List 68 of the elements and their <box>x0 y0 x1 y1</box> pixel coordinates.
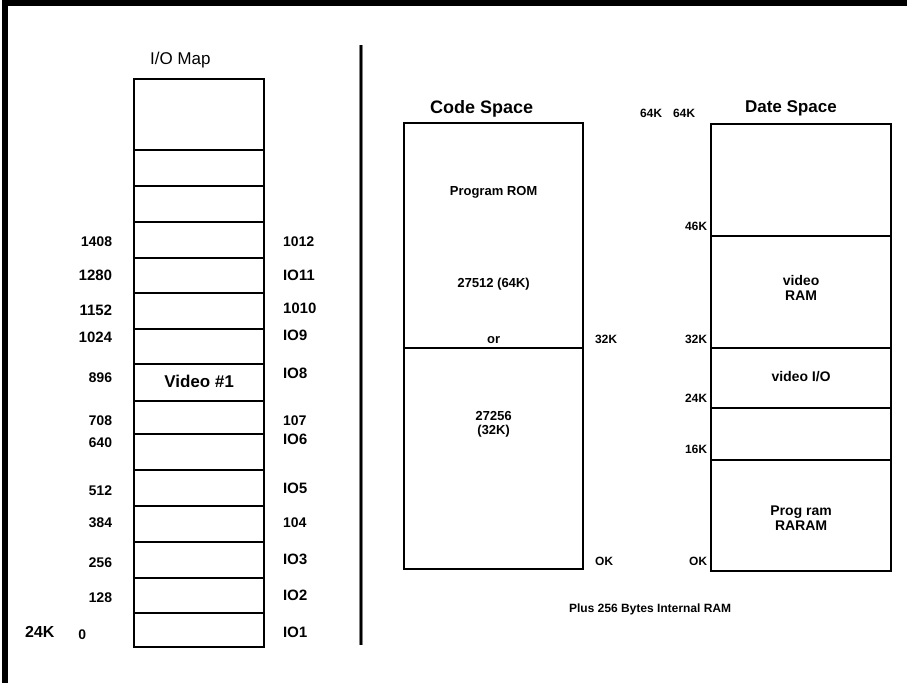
port-label: IO8 <box>283 366 308 381</box>
address-label: 384 <box>88 515 112 529</box>
port-label: 104 <box>283 515 306 529</box>
note: Plus 256 Bytes Internal RAM <box>568 602 732 614</box>
empty-memory-region <box>133 433 265 471</box>
address-label: 24K <box>684 392 707 404</box>
empty-memory-region <box>710 407 892 461</box>
memory-region <box>403 122 584 349</box>
address-label: OK <box>689 555 707 567</box>
address-label: 256 <box>88 555 112 569</box>
port-label: 107 <box>283 413 306 427</box>
address-label: 32K <box>684 333 707 345</box>
address-label: 16K <box>684 443 707 455</box>
empty-memory-region <box>133 221 265 259</box>
port-label: IO11 <box>283 268 315 283</box>
port-label: IO1 <box>283 625 308 640</box>
region-label: video RAM <box>782 273 820 302</box>
region-label: video I/O <box>770 369 832 384</box>
address-label: 1024 <box>78 330 112 345</box>
address-label: 640 <box>88 435 112 449</box>
region-label: 27512 (64K) <box>456 276 531 290</box>
region-label: Prog ram RARAM <box>769 503 833 532</box>
region-label: or <box>486 332 501 346</box>
empty-memory-region <box>133 78 265 151</box>
heading: Date Space <box>745 98 837 115</box>
heading: I/O Map <box>150 50 210 67</box>
address-label: 512 <box>88 483 112 497</box>
address-label: 32K <box>595 333 618 345</box>
address-label: 896 <box>88 370 112 384</box>
port-label: IO2 <box>283 588 308 603</box>
address-label: 128 <box>88 590 112 604</box>
memory-region <box>710 235 892 349</box>
empty-memory-region <box>710 123 892 237</box>
empty-memory-region <box>133 577 265 614</box>
memory-region <box>710 459 892 572</box>
memory-region <box>403 347 584 570</box>
empty-memory-region <box>133 541 265 579</box>
address-label: 64K <box>640 107 662 119</box>
memory-region <box>133 363 265 402</box>
empty-memory-region <box>133 328 265 365</box>
port-label: IO5 <box>283 481 308 496</box>
empty-memory-region <box>133 257 265 294</box>
port-label: 1010 <box>283 301 316 316</box>
address-label: 708 <box>88 413 112 427</box>
port-label: 1012 <box>283 234 314 248</box>
region-label: Video #1 <box>163 373 235 391</box>
empty-memory-region <box>133 612 265 648</box>
empty-memory-region <box>133 292 265 330</box>
region-label: Program ROM <box>448 184 538 198</box>
memory-region <box>710 347 892 409</box>
region-label: 27256 (32K) <box>474 409 513 436</box>
address-label: 46K <box>684 220 707 232</box>
empty-memory-region <box>133 505 265 543</box>
port-label: IO9 <box>283 328 308 343</box>
address-label: 1152 <box>79 303 112 318</box>
empty-memory-region <box>133 149 265 187</box>
address-label: 64K <box>673 107 696 119</box>
empty-memory-region <box>133 185 265 223</box>
address-label: 1280 <box>78 268 112 283</box>
empty-memory-region <box>133 400 265 435</box>
port-label: IO6 <box>283 432 308 447</box>
heading: Code Space <box>430 98 534 116</box>
address-label: 1408 <box>80 234 112 248</box>
address-label: 24K <box>25 625 54 641</box>
address-label: OK <box>595 555 613 567</box>
empty-memory-region <box>133 469 265 507</box>
port-label: IO3 <box>283 552 308 567</box>
address-label: 0 <box>78 627 86 641</box>
